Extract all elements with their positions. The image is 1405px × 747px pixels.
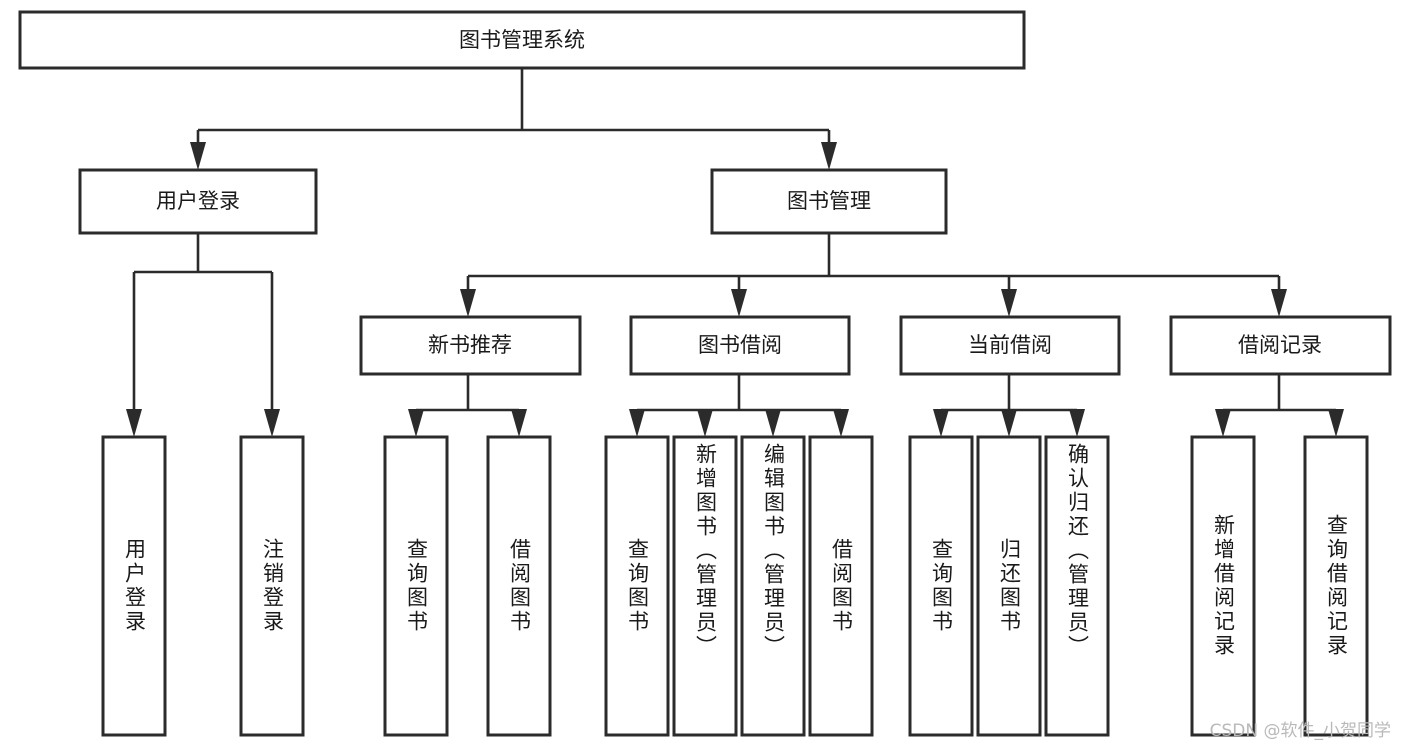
leaf-box-query-book-2[interactable] — [604, 435, 670, 737]
arrowhead-book-manage — [821, 142, 837, 170]
leaf-box-add-book[interactable] — [672, 435, 738, 737]
node-book-manage[interactable]: 图书管理 — [710, 168, 948, 235]
arrowhead-leaf-query-book-3 — [933, 409, 949, 437]
arrowhead-current-borrow — [1001, 289, 1017, 317]
csdn-watermark: CSDN @软件_小贺同学 — [1209, 721, 1391, 741]
node-root-system-box[interactable] — [18, 10, 1026, 70]
node-borrow-record-box[interactable] — [1169, 315, 1392, 376]
connector-layer — [126, 68, 1344, 437]
node-user-login[interactable]: 用户登录 — [78, 168, 318, 235]
leaf-box-add-record[interactable] — [1190, 435, 1256, 737]
node-root-system-label: 图书管理系统 — [459, 28, 585, 52]
leaf-box-query-book-1[interactable] — [383, 435, 449, 737]
arrowhead-leaf-add-book — [697, 409, 713, 437]
node-book-manage-box[interactable] — [710, 168, 948, 235]
node-new-book-recommend-box[interactable] — [359, 315, 582, 376]
arrowhead-leaf-user-login — [126, 409, 142, 437]
node-current-borrow[interactable]: 当前借阅 — [899, 315, 1121, 376]
node-root-system[interactable]: 图书管理系统 — [18, 10, 1026, 70]
arrowhead-leaf-query-book-1 — [408, 409, 424, 437]
leaf-box-borrow-book-1[interactable] — [486, 435, 552, 737]
leaf-box-edit-book[interactable] — [740, 435, 806, 737]
arrowhead-leaf-return-book — [1001, 409, 1017, 437]
arrowhead-new-book — [460, 289, 476, 317]
node-book-borrow[interactable]: 图书借阅 — [629, 315, 851, 376]
arrowhead-leaf-add-record — [1215, 409, 1231, 437]
arrowhead-leaf-confirm-return — [1069, 409, 1085, 437]
arrowhead-leaf-logout — [264, 409, 280, 437]
node-book-borrow-box[interactable] — [629, 315, 851, 376]
node-user-login-label: 用户登录 — [156, 189, 240, 213]
arrowhead-leaf-borrow-book-1 — [511, 409, 527, 437]
arrowhead-leaf-borrow-book-2 — [833, 409, 849, 437]
node-book-borrow-label: 图书借阅 — [698, 333, 782, 357]
leaf-box-user-login[interactable] — [101, 435, 167, 737]
leaf-box-query-record[interactable] — [1303, 435, 1369, 737]
leaf-box-logout[interactable] — [239, 435, 305, 737]
leaf-box-query-book-3[interactable] — [908, 435, 974, 737]
leaf-box-borrow-book-2[interactable] — [808, 435, 874, 737]
leaf-box-return-book[interactable] — [976, 435, 1042, 737]
node-book-manage-label: 图书管理 — [787, 189, 871, 213]
node-borrow-record-label: 借阅记录 — [1238, 333, 1322, 357]
node-new-book-recommend-label: 新书推荐 — [428, 333, 512, 357]
arrowhead-user-login — [190, 142, 206, 170]
arrowhead-leaf-query-record — [1328, 409, 1344, 437]
arrowhead-book-borrow — [731, 289, 747, 317]
node-current-borrow-label: 当前借阅 — [968, 333, 1052, 357]
arrowhead-leaf-edit-book — [765, 409, 781, 437]
node-new-book-recommend[interactable]: 新书推荐 — [359, 315, 582, 376]
arrowhead-borrow-record — [1271, 289, 1287, 317]
node-current-borrow-box[interactable] — [899, 315, 1121, 376]
arrowhead-leaf-query-book-2 — [629, 409, 645, 437]
node-user-login-box[interactable] — [78, 168, 318, 235]
leaf-box-confirm-return[interactable] — [1044, 435, 1110, 737]
node-borrow-record[interactable]: 借阅记录 — [1169, 315, 1392, 376]
